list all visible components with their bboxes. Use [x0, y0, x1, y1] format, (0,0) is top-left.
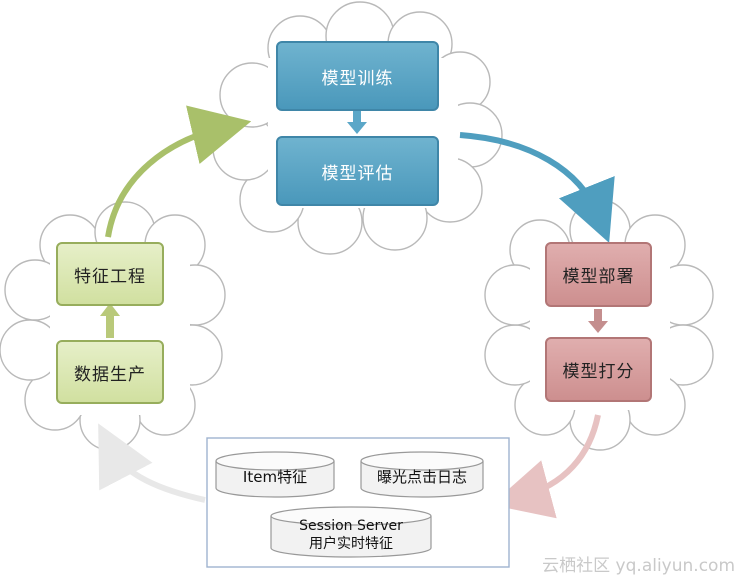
stage-evaluate: 模型评估 — [276, 136, 439, 206]
arrow-data-to-feature — [100, 303, 120, 338]
stage-evaluate-label: 模型评估 — [321, 163, 394, 184]
db-log — [360, 451, 484, 498]
arrow-score-to-sources — [491, 414, 601, 519]
db-log-label: 曝光点击日志 — [376, 468, 467, 486]
arrow-train-to-evaluate — [347, 110, 367, 134]
arrow-evaluate-to-deploy — [459, 132, 615, 243]
stage-data: 数据生产 — [56, 340, 164, 404]
stage-deploy: 模型部署 — [545, 242, 652, 307]
stage-data-label: 数据生产 — [74, 364, 146, 385]
stage-feature-label: 特征工程 — [74, 266, 146, 287]
stage-feature: 特征工程 — [56, 242, 164, 306]
db-item — [215, 451, 335, 498]
db-item-label: Item特征 — [242, 468, 308, 486]
stage-deploy-label: 模型部署 — [562, 267, 635, 287]
arrow-deploy-to-score — [588, 309, 608, 333]
stage-train: 模型训练 — [276, 41, 439, 111]
db-session-label-line1: Session Server — [299, 518, 403, 534]
stage-score-label: 模型打分 — [562, 362, 635, 382]
watermark: 云栖社区 yq.aliyun.com — [542, 556, 735, 576]
db-session-label-line2: 用户实时特征 — [309, 536, 393, 552]
db-session — [270, 506, 432, 558]
stage-train-label: 模型训练 — [321, 68, 394, 89]
arrow-feature-to-train — [105, 105, 252, 238]
arrow-sources-to-data — [98, 423, 206, 503]
stage-score: 模型打分 — [545, 337, 652, 402]
